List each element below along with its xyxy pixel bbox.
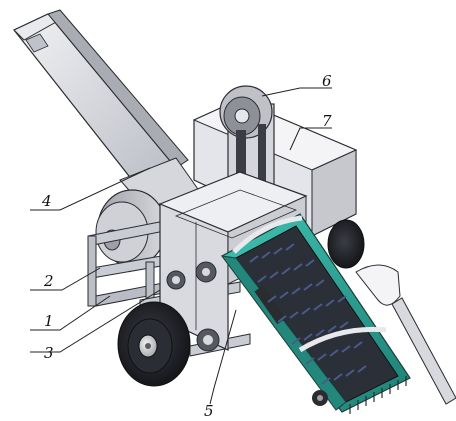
discharge-chute [13, 9, 201, 215]
callout-1: 1 [44, 312, 54, 330]
inclined-conveyor [220, 213, 411, 413]
drive-sprockets [166, 261, 220, 352]
callout-3: 3 [44, 344, 54, 362]
rear-wheel [327, 219, 365, 269]
callout-2: 2 [43, 272, 54, 290]
leader-lines [30, 87, 332, 405]
callout-4: 4 [41, 192, 52, 210]
belt-pulley [219, 85, 275, 190]
callout-7: 7 [322, 112, 332, 130]
callout-6: 6 [322, 72, 332, 90]
side-guide-rail [355, 264, 456, 405]
conveyor-bottom-teeth [349, 376, 407, 414]
callout-5: 5 [204, 402, 214, 420]
front-wheel [117, 301, 191, 387]
conveyor-tines [249, 243, 367, 385]
